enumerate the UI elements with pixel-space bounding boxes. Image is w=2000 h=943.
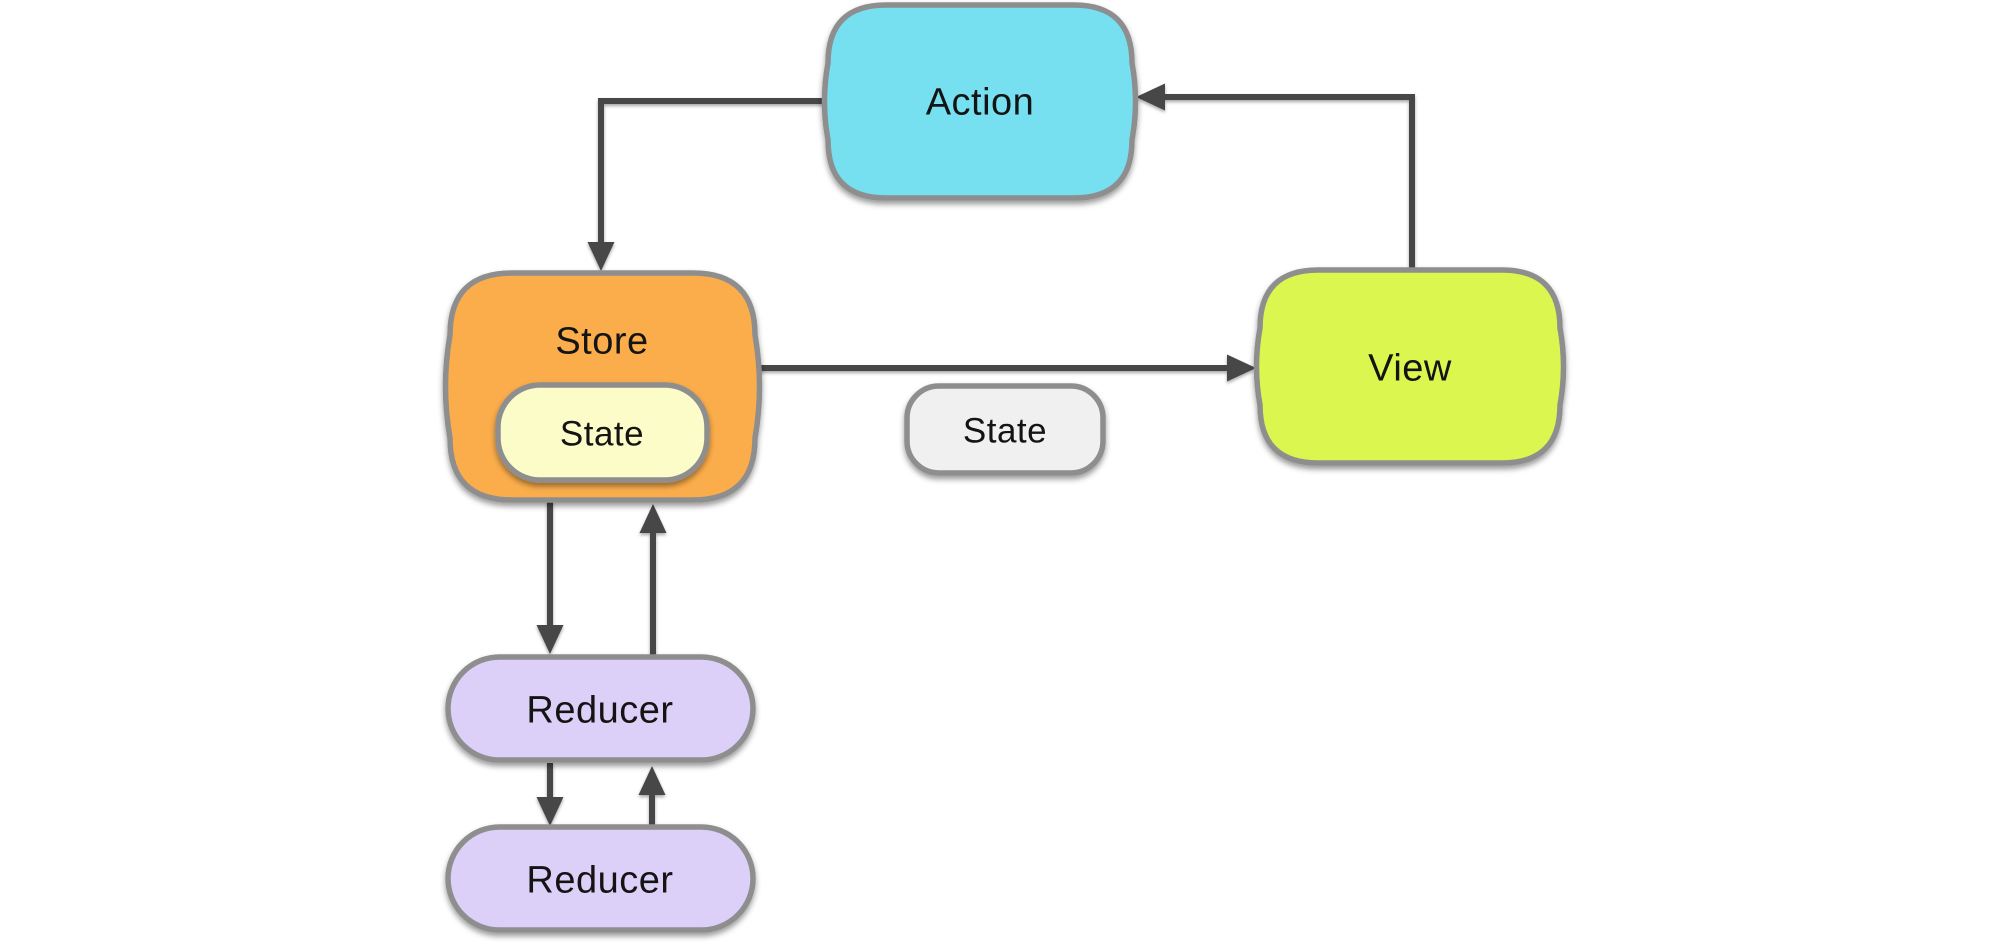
state-label: State xyxy=(963,411,1047,450)
action-box xyxy=(821,2,1139,201)
node-store-state xyxy=(495,382,710,483)
edge-reducer-bottom-to-reducer-top xyxy=(638,766,666,827)
edge-store-to-reducer-top xyxy=(536,500,564,654)
arrowhead-left-into-action xyxy=(1136,83,1165,111)
arrowhead-right-into-view xyxy=(1227,354,1256,382)
edge-reducer-top-to-store xyxy=(639,504,667,657)
store-label: Store xyxy=(555,320,648,362)
node-action xyxy=(821,2,1139,201)
arrowhead-down-into-reducer-bottom xyxy=(536,797,564,826)
arrowhead-down-into-reducer-top xyxy=(536,625,564,654)
edge-action-to-store-line xyxy=(598,98,828,243)
node-reducer-top xyxy=(445,654,756,763)
arrowhead-up-into-reducer-top xyxy=(638,766,666,795)
store-state-label: State xyxy=(560,414,644,453)
reducer-bottom-box xyxy=(445,824,756,933)
store-state-box xyxy=(495,382,710,483)
node-view xyxy=(1253,267,1567,466)
edge-reducer-top-to-reducer-bottom xyxy=(536,763,564,826)
edge-store-to-view xyxy=(755,354,1256,382)
edge-view-to-action-line xyxy=(1164,94,1415,270)
reducer-bottom-label: Reducer xyxy=(526,859,673,901)
view-box xyxy=(1253,267,1567,466)
state-box xyxy=(904,383,1106,476)
arrowhead-down-into-store xyxy=(587,242,615,271)
node-state xyxy=(904,383,1106,476)
view-label: View xyxy=(1368,347,1452,389)
reducer-top-box xyxy=(445,654,756,763)
edge-action-to-store xyxy=(587,98,828,271)
edge-view-to-action xyxy=(1136,83,1415,270)
reducer-top-label: Reducer xyxy=(526,689,673,731)
node-reducer-bottom xyxy=(445,824,756,933)
arrowhead-up-into-store xyxy=(639,504,667,533)
action-label: Action xyxy=(926,81,1035,123)
